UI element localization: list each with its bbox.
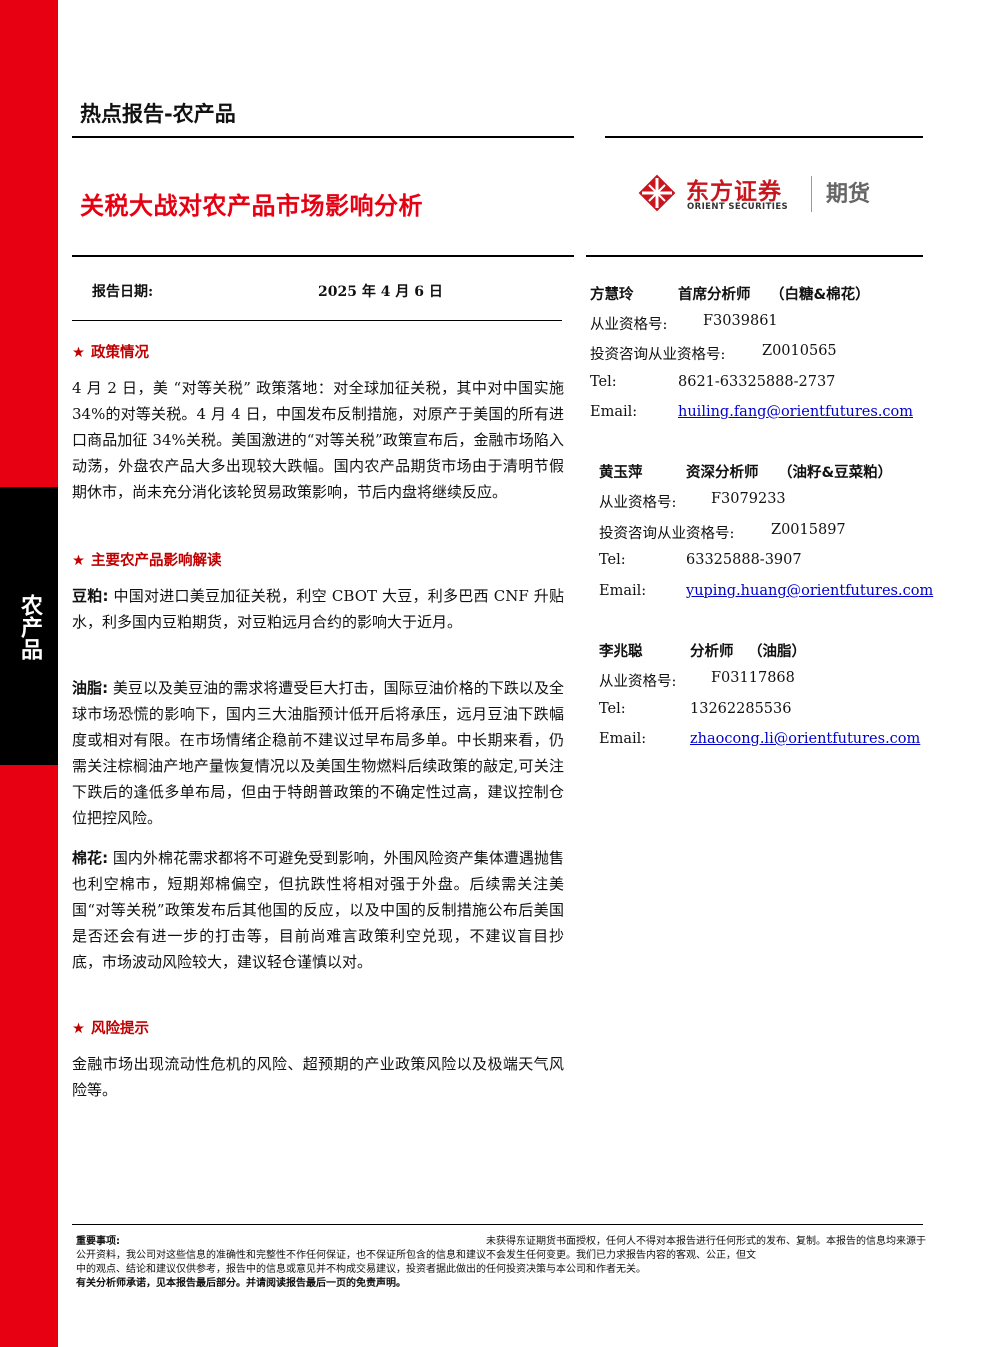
notice-label: 重要事项: (76, 1236, 120, 1247)
orient-logo-icon (638, 174, 676, 212)
analyst-1-advisory-label: 投资咨询从业资格号: (590, 347, 726, 363)
analyst-2-tel: 63325888-3907 (686, 552, 802, 568)
important-notice: 重要事项: 未获得东证期货书面授权，任何人不得对本报告进行任何形式的发布、复制。… (76, 1235, 926, 1291)
date-rule (72, 320, 562, 321)
report-title: 关税大战对农产品市场影响分析 (80, 192, 423, 220)
report-date-value: 2025 年 4 月 6 日 (318, 284, 443, 300)
analyst-3-coverage: （油脂） (748, 644, 806, 660)
analyst-1-license: F3039861 (703, 313, 778, 329)
oil-paragraph: 油脂: 美豆以及美豆油的需求将遭受巨大打击，国际豆油价格的下跌以及全球市场恐慌的… (72, 679, 564, 827)
analyst-3-license: F03117868 (711, 670, 795, 686)
policy-paragraph: 4 月 2 日，美 “对等关税” 政策落地：对全球加征关税，其中对中国实施 34… (72, 379, 564, 501)
brand-logo: 东方证券 ORIENT SECURITIES 期货 (636, 172, 896, 216)
category-label: 农产品 (17, 594, 42, 660)
analyst-3-tel: 13262285536 (690, 701, 792, 717)
analyst-1-email-link[interactable]: huiling.fang@orientfutures.com (678, 404, 914, 420)
section-policy-heading: ★政策情况 (72, 345, 149, 361)
report-date-label: 报告日期: (92, 284, 154, 300)
analyst-2-coverage: （油籽&豆菜粕） (778, 465, 893, 481)
analyst-1-license-label: 从业资格号: (590, 317, 668, 333)
analyst-2-advisory: Z0015897 (771, 522, 846, 538)
analyst-1-advisory: Z0010565 (762, 343, 837, 359)
analyst-1-coverage: （白糖&棉花） (770, 287, 870, 303)
analyst-1-email-label: Email: (590, 404, 638, 420)
analyst-2-email-label: Email: (599, 583, 647, 599)
soymeal-paragraph: 豆粕: 中国对进口美豆加征关税，利空 CBOT 大豆，利多巴西 CNF 升贴水，… (72, 587, 565, 631)
brand-name-cn: 东方证券 (686, 179, 782, 205)
analyst-2-title: 资深分析师 (686, 465, 759, 481)
analyst-3-email-label: Email: (599, 731, 647, 747)
analyst-2-email-link[interactable]: yuping.huang@orientfutures.com (686, 583, 934, 599)
cotton-paragraph: 棉花: 国内外棉花需求都将不可避免受到影响，外围风险资产集体遭遇抛售也利空棉市，… (72, 849, 564, 971)
category-tab: 农产品 (0, 487, 58, 765)
analyst-3-title: 分析师 (690, 644, 734, 660)
notice-line-4: 有关分析师承诺，见本报告最后部分。并请阅读报告最后一页的免责声明。 (76, 1278, 406, 1289)
header-rule-right (605, 136, 923, 138)
analyst-1-tel: 8621-63325888-2737 (678, 374, 836, 390)
title-rule-left (72, 255, 574, 257)
star-icon: ★ (72, 553, 85, 569)
analyst-2-license: F3079233 (711, 491, 786, 507)
notice-line-2: 公开资料，我公司对这些信息的准确性和完整性不作任何保证，也不保证所包含的信息和建… (76, 1250, 756, 1261)
report-type: 热点报告-农产品 (80, 102, 236, 126)
analyst-3-tel-label: Tel: (599, 701, 626, 717)
analyst-2-name: 黄玉萍 (599, 465, 643, 481)
notice-line-1: 重要事项: 未获得东证期货书面授权，任何人不得对本报告进行任何形式的发布、复制。… (76, 1236, 926, 1247)
risk-paragraph: 金融市场出现流动性危机的风险、超预期的产业政策风险以及极端天气风险等。 (72, 1055, 564, 1099)
section-risk-heading: ★风险提示 (72, 1021, 149, 1037)
analyst-2-tel-label: Tel: (599, 552, 626, 568)
analyst-3-email-link[interactable]: zhaocong.li@orientfutures.com (690, 731, 921, 747)
analyst-2-advisory-label: 投资咨询从业资格号: (599, 526, 735, 542)
logo-divider (811, 176, 812, 212)
brand-name-en: ORIENT SECURITIES (687, 202, 789, 212)
star-icon: ★ (72, 345, 85, 361)
footer-rule (72, 1224, 923, 1225)
analyst-1-name: 方慧玲 (590, 287, 634, 303)
analyst-2-license-label: 从业资格号: (599, 495, 677, 511)
header-rule-left (72, 136, 574, 138)
analyst-1-tel-label: Tel: (590, 374, 617, 390)
star-icon: ★ (72, 1021, 85, 1037)
analyst-3-license-label: 从业资格号: (599, 674, 677, 690)
analyst-1-title: 首席分析师 (678, 287, 751, 303)
brand-division: 期货 (826, 182, 871, 207)
notice-line-3: 中的观点、结论和建议仅供参考，报告中的信息或意见并不构成交易建议，投资者据此做出… (76, 1264, 646, 1275)
title-rule-right (586, 255, 923, 257)
analyst-3-name: 李兆聪 (599, 644, 643, 660)
section-impact-heading: ★主要农产品影响解读 (72, 553, 222, 569)
